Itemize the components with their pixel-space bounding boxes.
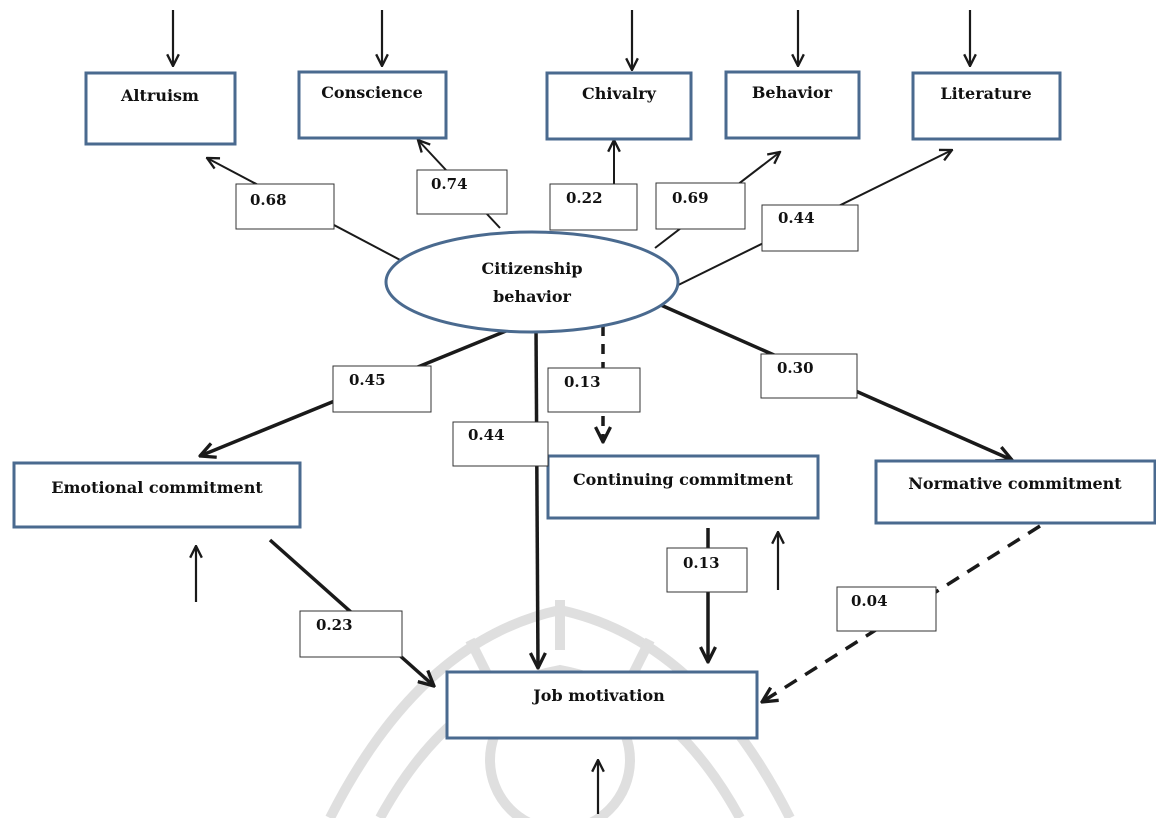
- coef-behavior: 0.69: [672, 189, 709, 207]
- coef-emotional-job: 0.23: [316, 616, 353, 634]
- emotional-label: Emotional commitment: [51, 478, 263, 497]
- emotional-box: [12, 461, 302, 529]
- altruism-label: Altruism: [120, 86, 199, 105]
- citizenship-ellipse: [384, 230, 680, 334]
- continuing-label: Continuing commitment: [573, 470, 794, 489]
- path-job-direct: [536, 325, 538, 668]
- conscience-box: [297, 70, 448, 140]
- coef-continuing: 0.13: [564, 373, 601, 391]
- altruism-box: [84, 71, 237, 146]
- behavior-box: [724, 70, 861, 140]
- normative-label: Normative commitment: [908, 474, 1122, 493]
- coef-normative: 0.30: [777, 359, 814, 377]
- coef-box-normative: [760, 353, 858, 399]
- coef-normative-job: 0.04: [851, 592, 888, 610]
- error-arrows: [173, 10, 970, 814]
- chivalry-box: [545, 71, 693, 141]
- coef-continuing-job: 0.13: [683, 554, 720, 572]
- citizenship-label-line2: behavior: [493, 287, 571, 306]
- coef-box-literature: [761, 204, 859, 252]
- indicator-nodes: Altruism Conscience Chivalry Behavior Li…: [84, 70, 1062, 146]
- coef-box-job-direct: [452, 421, 549, 467]
- literature-box: [911, 71, 1062, 141]
- coef-job-direct: 0.44: [468, 426, 505, 444]
- coef-box-continuing: [547, 367, 641, 413]
- continuing-box: [546, 454, 820, 520]
- coef-altruism: 0.68: [250, 191, 287, 209]
- behavior-label: Behavior: [752, 83, 833, 102]
- coef-box-altruism: [235, 183, 335, 230]
- coef-box-conscience: [416, 169, 508, 215]
- literature-label: Literature: [940, 84, 1031, 103]
- citizenship-label-line1: Citizenship: [481, 259, 582, 278]
- coef-conscience: 0.74: [431, 175, 468, 193]
- citizenship-node: Citizenship behavior: [384, 230, 680, 334]
- coef-box-emotional-job: [299, 610, 403, 658]
- chivalry-label: Chivalry: [582, 84, 657, 103]
- coef-box-emotional: [332, 365, 432, 413]
- coefficient-labels: 0.68 0.74 0.22 0.69 0.44 0.45 0.44 0.13 …: [235, 169, 937, 658]
- job-motivation-box: [445, 670, 759, 740]
- coef-emotional: 0.45: [349, 371, 386, 389]
- conscience-label: Conscience: [321, 83, 423, 102]
- coef-box-continuing-job: [666, 547, 748, 593]
- coef-box-behavior: [655, 182, 746, 230]
- path-normative-job: [762, 524, 1041, 702]
- normative-box: [874, 459, 1156, 525]
- coef-box-normative-job: [836, 586, 937, 632]
- job-motivation-label: Job motivation: [531, 686, 665, 705]
- coef-box-chivalry: [549, 183, 638, 231]
- coef-chivalry: 0.22: [566, 189, 603, 207]
- coef-literature: 0.44: [778, 209, 815, 227]
- commitment-nodes: Emotional commitment Continuing commitme…: [12, 454, 1156, 740]
